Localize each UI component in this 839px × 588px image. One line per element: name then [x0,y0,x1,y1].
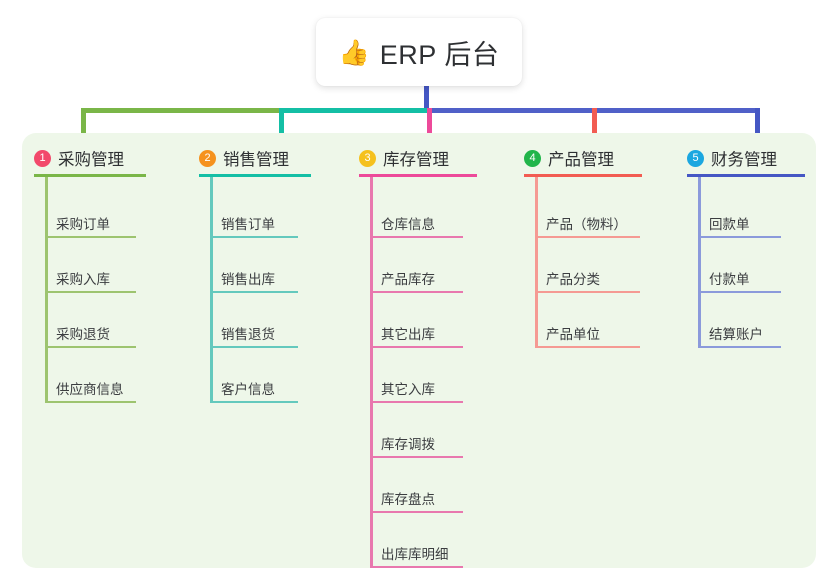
leaf-item-rule [698,291,781,293]
connector-bar-segment-2 [279,108,427,113]
leaf-item-rule [370,401,463,403]
leaf-item-rule [535,346,640,348]
column-spine-4 [535,177,538,348]
leaf-item-label: 销售退货 [221,327,275,342]
column-header-rule-1 [34,174,146,177]
leaf-item[interactable]: 产品库存 [370,266,463,293]
leaf-item-rule [535,236,640,238]
leaf-item[interactable]: 采购入库 [45,266,136,293]
column-spine-1 [45,177,48,403]
leaf-item-label: 产品单位 [546,327,600,342]
leaf-item[interactable]: 采购订单 [45,211,136,238]
leaf-item[interactable]: 产品单位 [535,321,640,348]
leaf-item[interactable]: 出库库明细 [370,541,463,568]
leaf-item-rule [698,236,781,238]
leaf-item[interactable]: 客户信息 [210,376,298,403]
leaf-item-label: 销售出库 [221,272,275,287]
column-header-4[interactable]: 4 产品管理 [524,146,614,170]
leaf-item-rule [535,291,640,293]
root-stem-connector [424,86,429,110]
root-node-card[interactable]: 👍 ERP 后台 [316,18,522,86]
column-spine-5 [698,177,701,348]
column-header-2[interactable]: 2 销售管理 [199,146,289,170]
root-title: ERP 后台 [379,39,500,70]
column-header-rule-2 [199,174,311,177]
leaf-item-rule [45,291,136,293]
leaf-item-label: 采购入库 [56,272,110,287]
leaf-item[interactable]: 产品（物料） [535,211,640,238]
column-badge-1: 1 [34,149,51,167]
leaf-item-label: 其它出库 [381,327,435,342]
leaf-item[interactable]: 销售订单 [210,211,298,238]
leaf-item-rule [370,511,463,513]
leaf-item-label: 仓库信息 [381,217,435,232]
leaf-item-label: 回款单 [709,217,750,232]
leaf-item-rule [370,566,463,568]
leaf-item[interactable]: 结算账户 [698,321,781,348]
leaf-item[interactable]: 供应商信息 [45,376,136,403]
leaf-item-label: 付款单 [709,272,750,287]
leaf-item-rule [210,291,298,293]
column-header-5[interactable]: 5 财务管理 [687,146,777,170]
column-header-rule-4 [524,174,642,177]
leaf-item-label: 客户信息 [221,382,275,397]
leaf-item-label: 其它入库 [381,382,435,397]
leaf-item-label: 产品库存 [381,272,435,287]
column-spine-2 [210,177,213,403]
leaf-item[interactable]: 其它出库 [370,321,463,348]
leaf-item[interactable]: 采购退货 [45,321,136,348]
leaf-item[interactable]: 库存调拨 [370,431,463,458]
leaf-item-rule [45,401,136,403]
leaf-item-label: 采购退货 [56,327,110,342]
leaf-item[interactable]: 其它入库 [370,376,463,403]
column-badge-3: 3 [359,149,376,167]
leaf-item[interactable]: 销售出库 [210,266,298,293]
leaf-item[interactable]: 库存盘点 [370,486,463,513]
leaf-item[interactable]: 仓库信息 [370,211,463,238]
mindmap-panel: 1 采购管理采购订单采购入库采购退货供应商信息 2 销售管理销售订单销售出库销售退货客… [22,133,816,568]
column-title-4: 产品管理 [548,151,614,169]
leaf-item-rule [370,346,463,348]
column-spine-3 [370,177,373,568]
leaf-item-label: 库存盘点 [381,492,435,507]
column-badge-4: 4 [524,149,541,167]
column-title-5: 财务管理 [711,151,777,169]
leaf-item-rule [370,236,463,238]
leaf-item-rule [370,456,463,458]
column-header-3[interactable]: 3 库存管理 [359,146,449,170]
leaf-item-label: 产品（物料） [546,217,627,232]
leaf-item-label: 出库库明细 [381,547,449,562]
thumbs-up-icon: 👍 [338,37,370,67]
leaf-item-rule [45,346,136,348]
connector-bar-segment-1 [81,108,279,113]
leaf-item-rule [45,236,136,238]
leaf-item-label: 销售订单 [221,217,275,232]
leaf-item-rule [370,291,463,293]
leaf-item[interactable]: 回款单 [698,211,781,238]
leaf-item-label: 产品分类 [546,272,600,287]
column-header-rule-3 [359,174,477,177]
leaf-item-label: 供应商信息 [56,382,124,397]
leaf-item-rule [698,346,781,348]
column-header-rule-5 [687,174,805,177]
leaf-item-rule [210,236,298,238]
column-title-3: 库存管理 [383,151,449,169]
column-badge-5: 5 [687,149,704,167]
leaf-item[interactable]: 销售退货 [210,321,298,348]
leaf-item-label: 结算账户 [709,327,763,342]
leaf-item[interactable]: 产品分类 [535,266,640,293]
leaf-item-rule [210,401,298,403]
leaf-item-rule [210,346,298,348]
column-title-2: 销售管理 [223,151,289,169]
column-header-1[interactable]: 1 采购管理 [34,146,124,170]
leaf-item[interactable]: 付款单 [698,266,781,293]
column-badge-2: 2 [199,149,216,167]
leaf-item-label: 库存调拨 [381,437,435,452]
leaf-item-label: 采购订单 [56,217,110,232]
column-title-1: 采购管理 [58,151,124,169]
